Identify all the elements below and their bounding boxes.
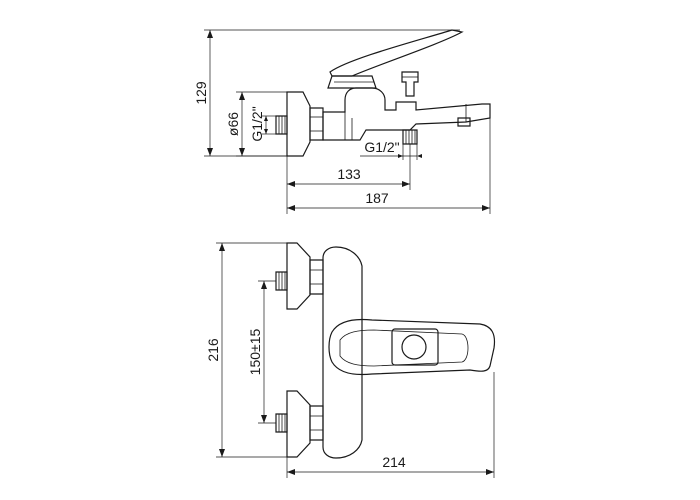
dim-inlet-thread-label: G1/2"	[249, 106, 265, 141]
dim-outlet-thread: G1/2"	[360, 139, 422, 160]
side-lever-handle	[329, 29, 464, 77]
dim-133: 133	[286, 144, 411, 214]
dim-214: 214	[286, 372, 495, 478]
top-upper-nut	[309, 259, 324, 295]
side-connector-nut	[309, 107, 324, 141]
side-diverter-knob	[401, 71, 419, 97]
top-lever-handle	[328, 318, 496, 376]
top-lever-inner	[339, 329, 469, 367]
top-upper-flange	[286, 242, 311, 310]
top-lower-flange	[286, 390, 311, 458]
dim-187-label: 187	[365, 190, 389, 206]
dim-129: 129	[193, 29, 460, 157]
dim-center-distance: 150±15	[247, 280, 276, 424]
dim-outlet-thread-label: G1/2"	[364, 139, 399, 155]
dim-187: 187	[287, 118, 491, 214]
dim-133-label: 133	[337, 166, 361, 182]
dim-diameter-label: ø66	[225, 112, 241, 136]
side-cartridge-housing	[327, 75, 377, 89]
top-lower-thread	[275, 413, 288, 433]
dim-center-distance-label: 150±15	[247, 328, 263, 375]
dim-inlet-thread: G1/2"	[249, 106, 276, 142]
top-mixer-body	[322, 246, 363, 459]
top-lower-nut	[309, 405, 324, 441]
dim-216: 216	[205, 242, 287, 458]
top-diverter-knob	[391, 328, 439, 366]
dim-214-label: 214	[382, 454, 406, 470]
side-wall-flange	[286, 91, 311, 157]
top-upper-thread	[275, 271, 288, 291]
top-view: 216 150±15 214	[205, 242, 496, 478]
side-view: 129 ø66 G1/2" G1/2"	[193, 29, 491, 214]
dim-diameter: ø66	[225, 91, 288, 157]
side-inlet-thread	[275, 115, 288, 135]
dim-216-label: 216	[205, 338, 221, 362]
side-mixer-body	[322, 87, 491, 141]
dim-129-label: 129	[193, 81, 209, 105]
